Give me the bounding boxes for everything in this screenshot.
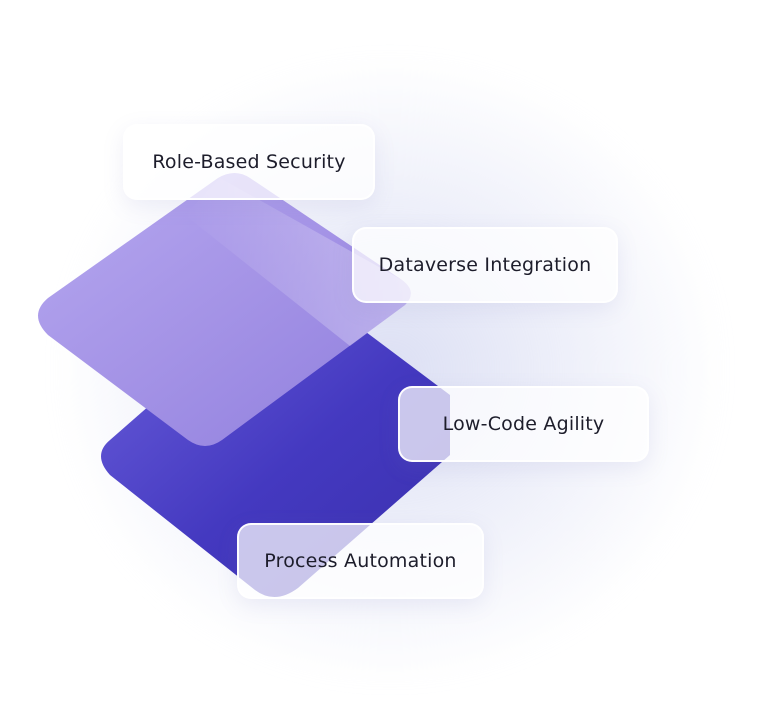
feature-label-dataverse-integration: Dataverse Integration bbox=[352, 227, 618, 303]
feature-label-low-code-agility: Low-Code Agility bbox=[398, 386, 649, 462]
bottom-layer bbox=[101, 293, 450, 598]
feature-label-role-based-security: Role-Based Security bbox=[123, 124, 375, 200]
feature-label-process-automation: Process Automation bbox=[237, 523, 484, 599]
top-layer-sheen bbox=[185, 178, 411, 346]
